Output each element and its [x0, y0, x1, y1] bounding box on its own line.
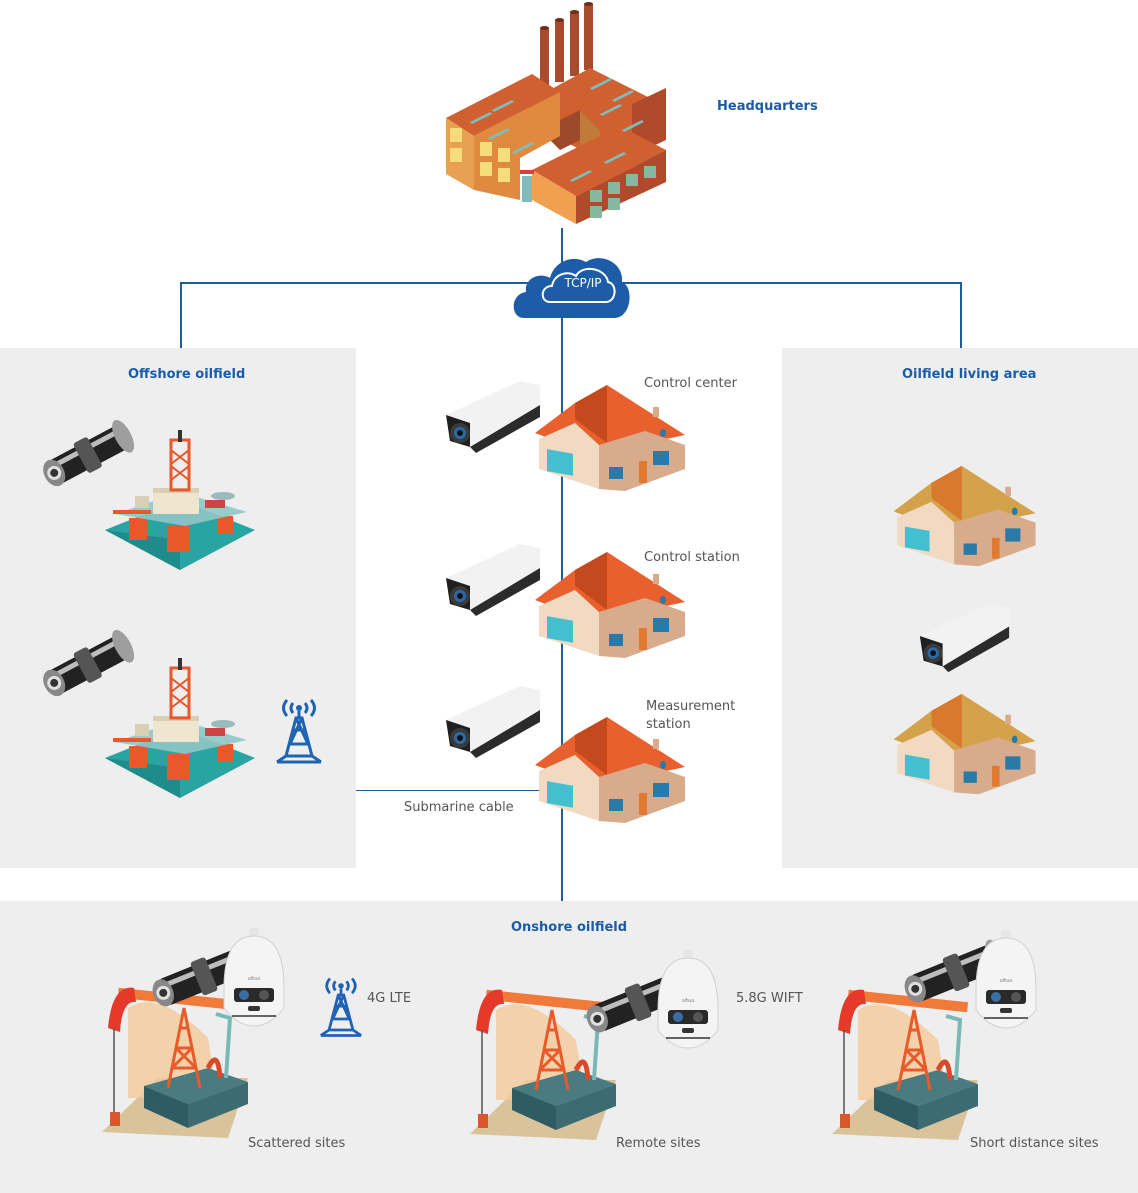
station-label: Control station [644, 550, 740, 565]
living-area-title: Oilfield living area [902, 367, 1037, 382]
station-label: Control center [644, 376, 737, 391]
house-icon [893, 464, 1038, 570]
explosion-proof-camera-icon [584, 966, 694, 1036]
station-label: Measurement station [646, 699, 736, 732]
link-label-wifi: 5.8G WIFT [736, 991, 803, 1006]
headquarters-label: Headquarters [717, 99, 818, 114]
bullet-camera-icon [440, 680, 545, 760]
offshore-platform-icon [105, 658, 255, 798]
ptz-dome-camera-icon: alhua [220, 928, 288, 1028]
bullet-camera-icon [440, 375, 545, 455]
network-line-trunk [561, 228, 563, 901]
offshore-title: Offshore oilfield [128, 367, 246, 382]
radio-tower-icon [318, 974, 364, 1040]
svg-text:alhua: alhua [1000, 978, 1012, 984]
explosion-proof-camera-icon [40, 625, 140, 700]
radio-tower-icon [274, 696, 324, 766]
site-label: Scattered sites [248, 1136, 346, 1151]
svg-text:alhua: alhua [682, 998, 694, 1004]
svg-text:alhua: alhua [248, 976, 260, 982]
submarine-cable-label: Submarine cable [404, 800, 514, 815]
house-icon [535, 550, 687, 662]
onshore-site-short-distance [828, 970, 1028, 1140]
bullet-camera-icon [914, 598, 1014, 674]
explosion-proof-camera-icon [40, 415, 140, 490]
site-label: Short distance sites [970, 1136, 1099, 1151]
house-icon [893, 692, 1038, 798]
tcp-ip-label: TCP/IP [564, 276, 602, 290]
site-label: Remote sites [616, 1136, 701, 1151]
network-line-left-drop [180, 282, 182, 348]
link-label-4g: 4G LTE [367, 991, 412, 1006]
house-icon [535, 383, 687, 495]
bullet-camera-icon [440, 538, 545, 618]
ptz-dome-camera-icon: alhua [972, 930, 1040, 1030]
cloud-icon[interactable]: TCP/IP [510, 248, 630, 322]
explosion-proof-camera-icon [902, 936, 1012, 1006]
submarine-cable-line [356, 790, 562, 791]
house-icon [535, 715, 687, 827]
factory-icon [440, 2, 670, 230]
offshore-platform-icon [105, 430, 255, 570]
onshore-site-remote [466, 970, 666, 1140]
network-line-right-drop [960, 282, 962, 348]
ptz-dome-camera-icon: alhua [654, 950, 722, 1050]
onshore-title: Onshore oilfield [511, 920, 628, 935]
